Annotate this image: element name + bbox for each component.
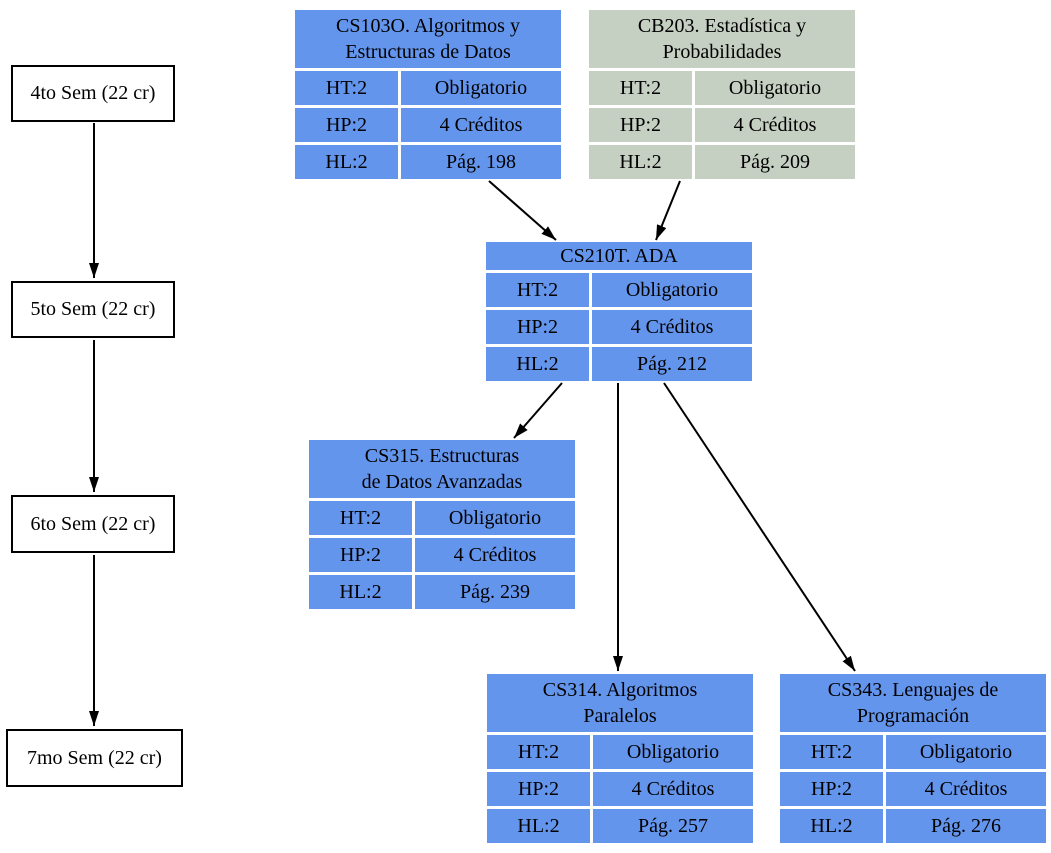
course-title-line: CS103O. Algoritmos y — [336, 15, 520, 37]
course-title-line: CS315. Estructuras — [364, 445, 520, 467]
course-title-line: Probabilidades — [662, 41, 782, 63]
page-ref: Pág. 239 — [415, 575, 575, 609]
semester-node-5to: 5to Sem (22 cr) — [11, 281, 175, 338]
arrow-cb203-to-cs210t — [655, 180, 681, 241]
course-type: Obligatorio — [401, 71, 561, 105]
credits: 4 Créditos — [695, 108, 855, 142]
course-title: CS343. Lenguajes de Programación — [780, 674, 1046, 732]
arrow-cs210t-to-cs343 — [663, 382, 856, 672]
hp-label: HP:2 — [486, 310, 589, 344]
course-card-cs103o: CS103O. Algoritmos y Estructuras de Dato… — [295, 10, 561, 179]
ht-label: HT:2 — [589, 71, 692, 105]
course-card-cb203: CB203. Estadística y Probabilidades HT:2… — [589, 10, 855, 179]
course-type: Obligatorio — [593, 735, 753, 769]
course-type: Obligatorio — [695, 71, 855, 105]
credits: 4 Créditos — [401, 108, 561, 142]
course-type: Obligatorio — [886, 735, 1046, 769]
course-title: CS210T. ADA — [486, 242, 752, 270]
hp-label: HP:2 — [780, 772, 883, 806]
page-ref: Pág. 212 — [592, 347, 752, 381]
course-title: CS315. Estructuras de Datos Avanzadas — [309, 440, 575, 498]
course-title-line: CS343. Lenguajes de — [827, 679, 999, 701]
hl-label: HL:2 — [309, 575, 412, 609]
hp-label: HP:2 — [487, 772, 590, 806]
semester-node-6to: 6to Sem (22 cr) — [11, 495, 175, 553]
page-ref: Pág. 276 — [886, 809, 1046, 843]
page-ref: Pág. 209 — [695, 145, 855, 179]
course-type: Obligatorio — [415, 501, 575, 535]
hl-label: HL:2 — [486, 347, 589, 381]
credits: 4 Créditos — [593, 772, 753, 806]
course-title-line: CB203. Estadística y — [637, 15, 807, 37]
ht-label: HT:2 — [780, 735, 883, 769]
hp-label: HP:2 — [295, 108, 398, 142]
semester-node-7mo: 7mo Sem (22 cr) — [6, 729, 183, 787]
hl-label: HL:2 — [295, 145, 398, 179]
course-card-cs343: CS343. Lenguajes de Programación HT:2 Ob… — [780, 674, 1046, 843]
arrow-cs103o-to-cs210t — [488, 180, 557, 241]
ht-label: HT:2 — [487, 735, 590, 769]
course-title-line: CS314. Algoritmos — [542, 679, 698, 701]
ht-label: HT:2 — [486, 273, 589, 307]
course-title: CS103O. Algoritmos y Estructuras de Dato… — [295, 10, 561, 68]
course-title: CS314. Algoritmos Paralelos — [487, 674, 753, 732]
ht-label: HT:2 — [295, 71, 398, 105]
course-card-cs315: CS315. Estructuras de Datos Avanzadas HT… — [309, 440, 575, 609]
page-ref: Pág. 198 — [401, 145, 561, 179]
course-title-line: Programación — [856, 705, 970, 727]
course-title-line: Estructuras de Datos — [345, 41, 511, 63]
course-title-line: de Datos Avanzadas — [361, 471, 523, 493]
hl-label: HL:2 — [487, 809, 590, 843]
credits: 4 Créditos — [592, 310, 752, 344]
course-type: Obligatorio — [592, 273, 752, 307]
credits: 4 Créditos — [415, 538, 575, 572]
course-title-line: CS210T. ADA — [560, 245, 678, 267]
course-title-line: Paralelos — [583, 705, 657, 727]
course-card-cs210t: CS210T. ADA HT:2 Obligatorio HP:2 4 Créd… — [486, 242, 752, 381]
hp-label: HP:2 — [309, 538, 412, 572]
course-card-cs314: CS314. Algoritmos Paralelos HT:2 Obligat… — [487, 674, 753, 843]
course-title: CB203. Estadística y Probabilidades — [589, 10, 855, 68]
hp-label: HP:2 — [589, 108, 692, 142]
hl-label: HL:2 — [780, 809, 883, 843]
credits: 4 Créditos — [886, 772, 1046, 806]
hl-label: HL:2 — [589, 145, 692, 179]
ht-label: HT:2 — [309, 501, 412, 535]
semester-node-4to: 4to Sem (22 cr) — [11, 65, 175, 122]
page-ref: Pág. 257 — [593, 809, 753, 843]
arrow-cs210t-to-cs315 — [513, 382, 563, 439]
